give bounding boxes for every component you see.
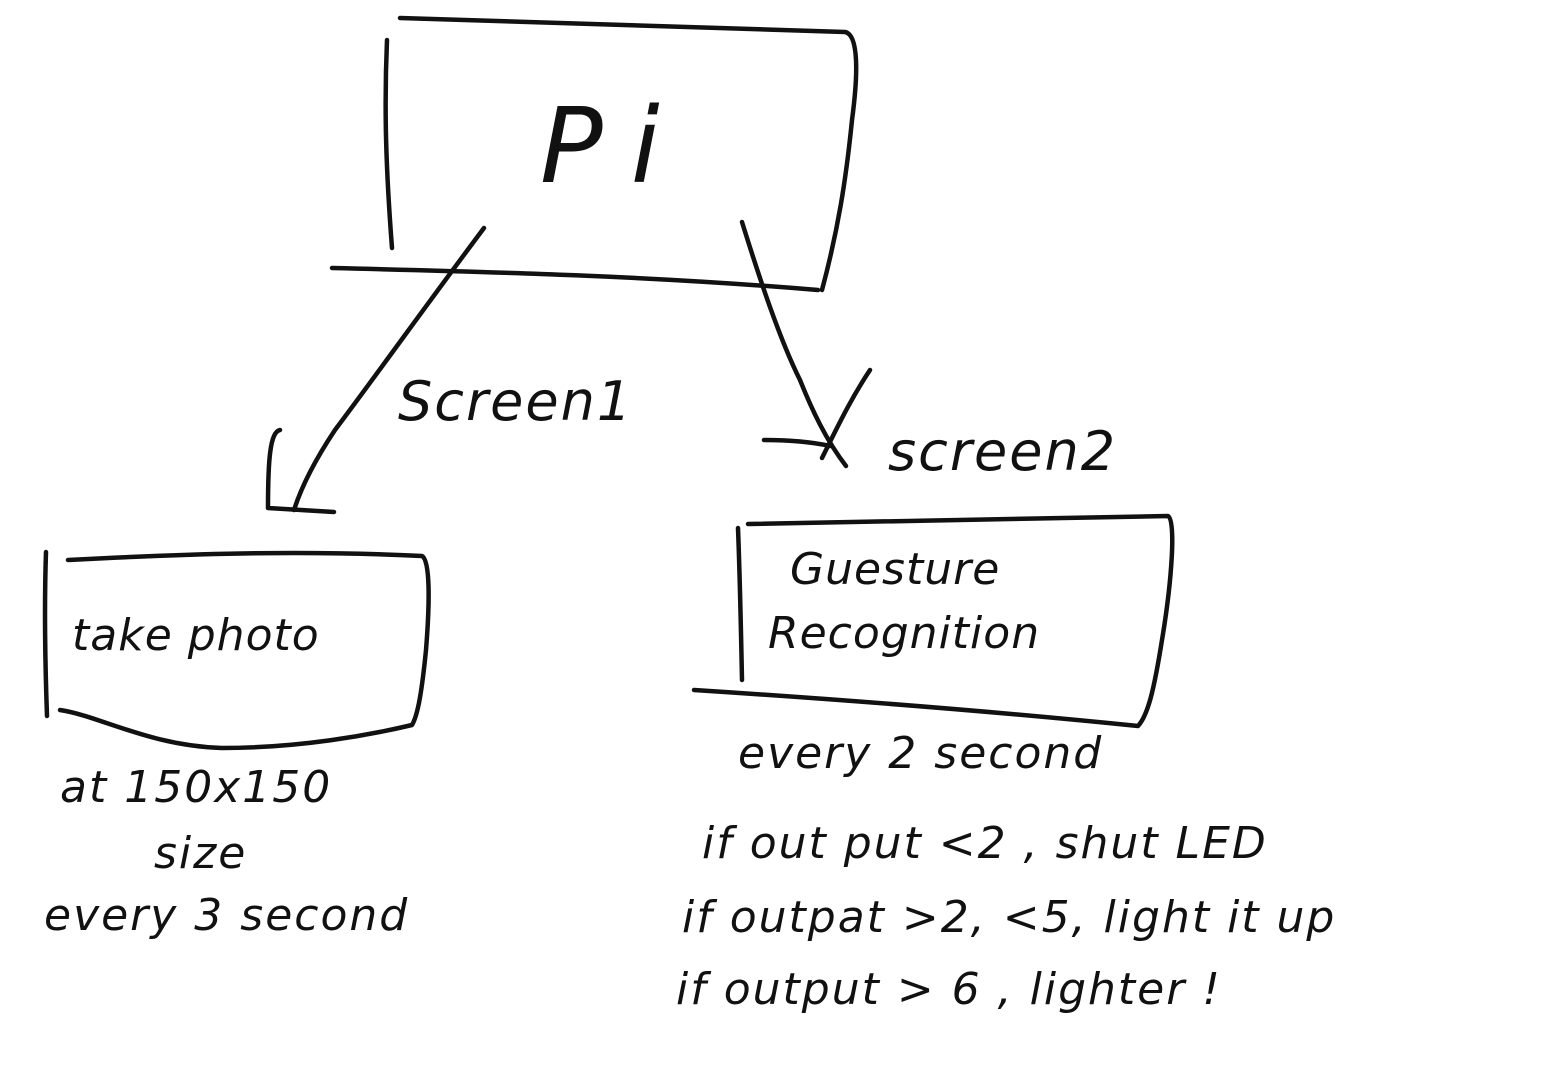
gesture-note-rule-1: if out put <2 , shut LED [702,818,1268,869]
take-photo-note-interval: every 3 second [44,890,409,941]
gesture-recognition-notes: every 2 second if out put <2 , shut LED … [676,728,1336,1015]
gesture-note-interval: every 2 second [738,728,1103,779]
edge-screen1-line [291,225,487,513]
pi-label: Pi [540,85,688,207]
edge-screen2-arrowhead [761,367,873,461]
take-photo-note-size-word: size [154,828,247,879]
edge-screen1-label: Screen1 [398,370,633,433]
gesture-recognition-node-border [691,513,1175,729]
take-photo-note-size: at 150x150 [60,762,332,813]
edge-screen2-label: screen2 [888,420,1117,483]
edge-screen1: Screen1 [265,225,633,515]
edge-screen2: screen2 [739,219,1117,483]
pi-node-border [329,15,859,293]
take-photo-label: take photo [72,610,320,661]
gesture-recognition-label-line1: Guesture [790,544,1000,595]
take-photo-node-border [42,549,431,751]
take-photo-notes: at 150x150 size every 3 second [44,762,409,941]
edge-screen2-line [739,219,849,469]
pi-node[interactable]: Pi [329,15,859,293]
take-photo-node[interactable]: take photo [42,549,431,751]
gesture-recognition-node[interactable]: Guesture Recognition [691,513,1175,729]
gesture-note-rule-2: if outpat >2, <5, light it up [682,892,1336,943]
gesture-recognition-label-line2: Recognition [768,608,1040,659]
gesture-note-rule-3: if output > 6 , lighter ! [676,964,1222,1015]
edge-screen1-arrowhead [265,427,337,515]
